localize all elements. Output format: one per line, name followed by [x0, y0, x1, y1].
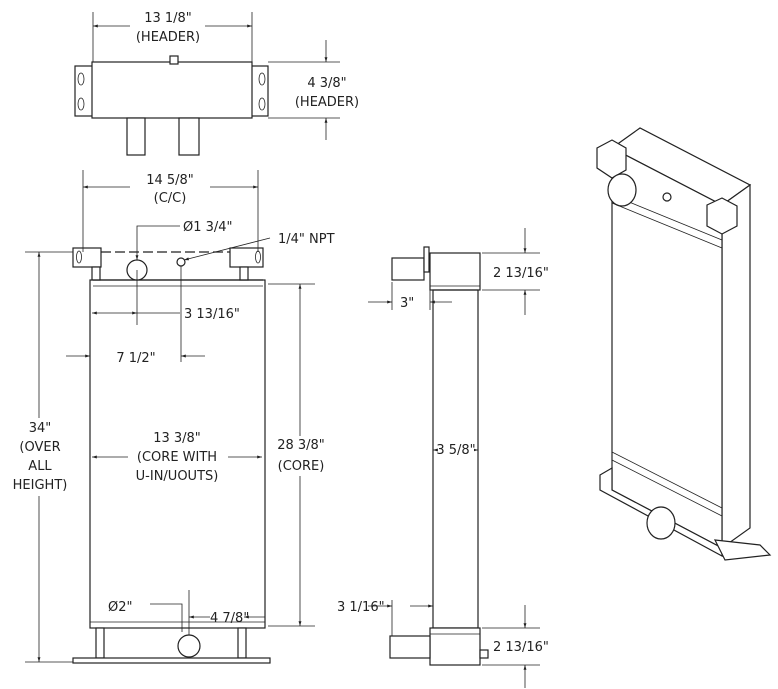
overall-height-note: (OVER [19, 440, 60, 455]
top-view: 13 1/8" (HEADER) 4 3/8" (HEADER) [74, 10, 359, 156]
front-view: 14 5/8" (C/C) Ø1 3/4" 1/4" NPT 3 13/16" … [5, 170, 335, 664]
overall-height-label: 34" [29, 421, 52, 436]
header-depth-note: (HEADER) [295, 95, 359, 110]
npt-offset-label: 7 1/2" [116, 351, 155, 366]
iso-side-face [721, 183, 751, 550]
header-box [91, 61, 253, 119]
bottom-pipe-side [389, 635, 431, 659]
outlet-pipe [178, 117, 200, 156]
core-width-label: 13 3/8" [153, 431, 201, 446]
left-bracket [72, 247, 102, 268]
iso-outlet-pipe [646, 506, 676, 540]
inlet-pipe [126, 117, 146, 156]
header-depth-label: 4 3/8" [307, 76, 346, 91]
iso-npt-port [662, 192, 672, 202]
core [89, 279, 266, 629]
bottom-header-label: 2 13/16" [493, 640, 549, 655]
outlet-offset-label: 4 7/8" [210, 611, 249, 626]
core-height-note: (CORE) [278, 459, 325, 474]
top-pipe-side [391, 257, 425, 281]
core-side [432, 289, 479, 629]
pipe-bottom-label: 3 1/16" [337, 600, 385, 615]
top-header-side [429, 252, 481, 291]
base-plate [72, 657, 271, 664]
core-width-note: (CORE WITH [137, 450, 217, 465]
overall-height-note: ALL [28, 459, 52, 474]
outlet-port [177, 634, 201, 658]
core-height-label: 28 3/8" [277, 438, 325, 453]
npt-port [176, 257, 186, 267]
isometric-view [596, 127, 772, 561]
header-width-label: 13 1/8" [144, 11, 192, 26]
cc-label: 14 5/8" [146, 173, 194, 188]
overall-height-note: HEIGHT) [13, 478, 68, 493]
top-header-label: 2 13/16" [493, 266, 549, 281]
cc-note: (C/C) [154, 191, 187, 206]
core-width-note: U-IN/UOUTS) [136, 469, 219, 484]
inlet-diameter-label: Ø1 3/4" [183, 220, 233, 235]
core-depth-label: 3 5/8" [436, 443, 475, 458]
side-view: 2 13/16" 3" 3 5/8" 3 1/16" 2 13/16" [337, 228, 549, 688]
outlet-diameter-label: Ø2" [108, 600, 132, 615]
npt-label: 1/4" NPT [278, 232, 335, 247]
inlet-offset-label: 3 13/16" [184, 307, 240, 322]
iso-base-right [713, 539, 772, 561]
iso-bracket-right [706, 197, 738, 235]
iso-bracket-left [596, 139, 627, 179]
pipe-top-label: 3" [400, 296, 414, 311]
iso-inlet-pipe [607, 173, 637, 207]
header-width-note: (HEADER) [136, 30, 200, 45]
bottom-header-side [429, 627, 481, 666]
